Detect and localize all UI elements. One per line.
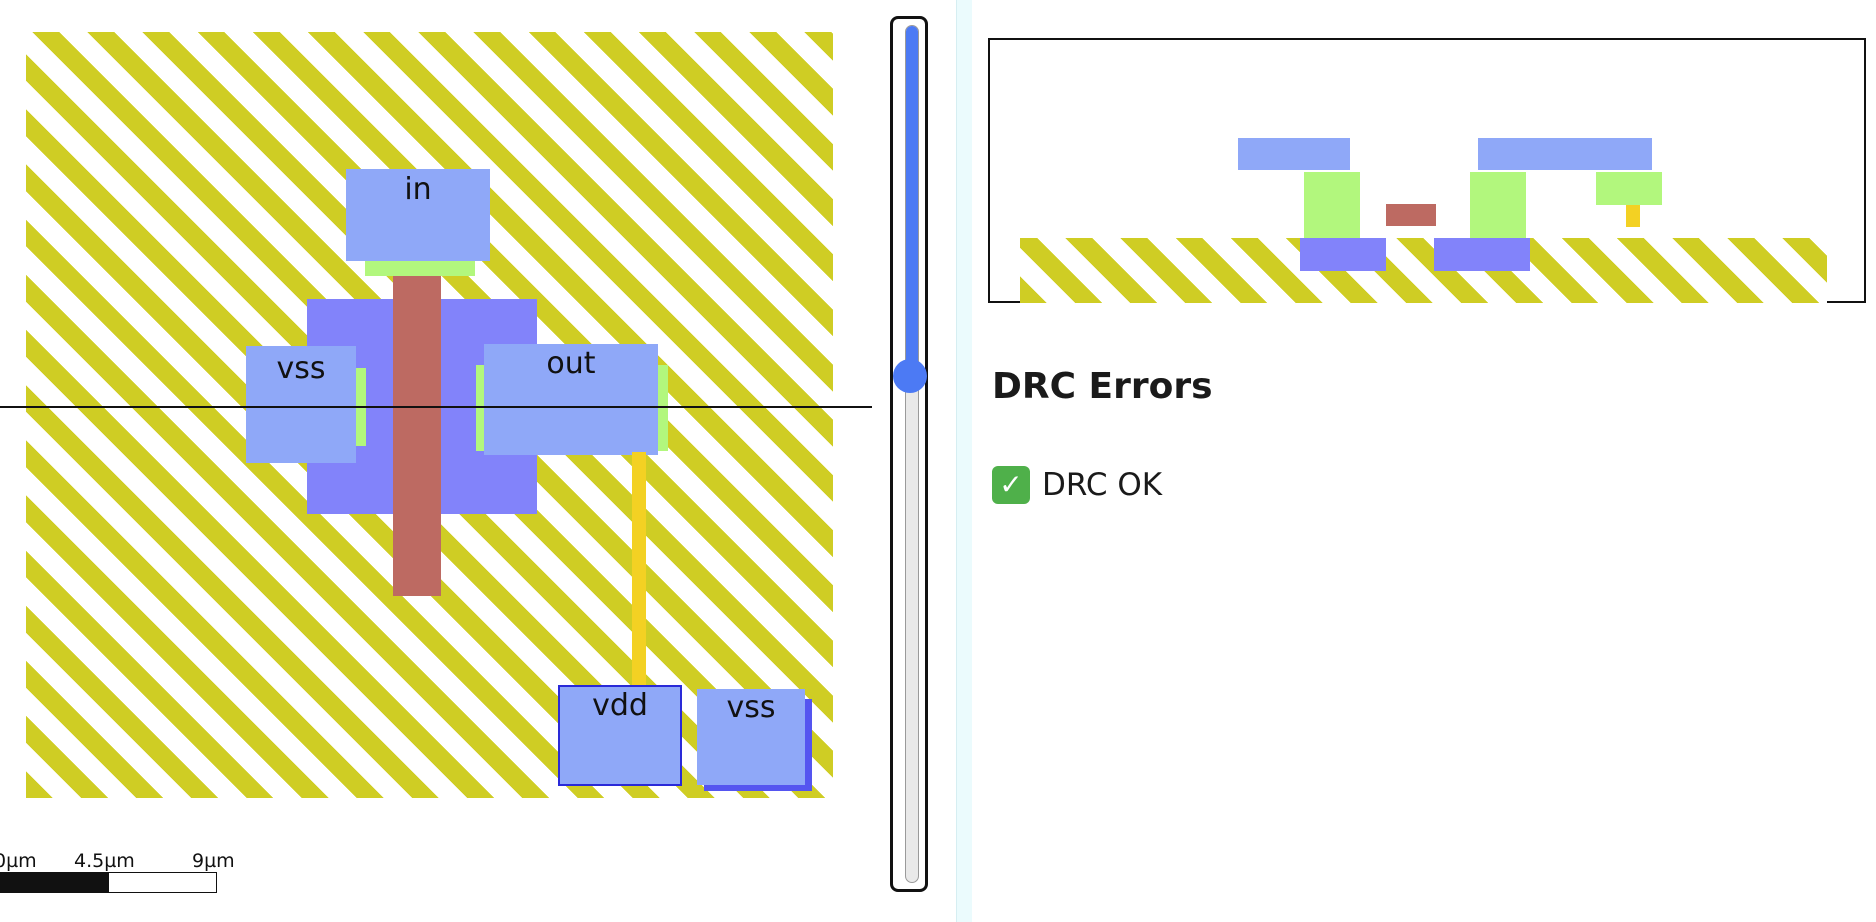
cs-implant-left (1304, 172, 1360, 238)
poly-gate (393, 276, 441, 596)
pin-vss-left-label: vss (276, 351, 326, 386)
cross-section-cut-line[interactable] (0, 406, 872, 408)
scale-label-max: 9µm (192, 850, 235, 872)
pin-in-label: in (404, 172, 432, 207)
pin-in-pad[interactable]: in (346, 169, 490, 261)
cs-metal-left (1238, 138, 1350, 170)
cs-poly (1386, 204, 1436, 226)
via-connector (632, 452, 646, 687)
cs-implant-right (1596, 172, 1662, 205)
slider-fill (906, 26, 918, 377)
pin-out-pad[interactable]: out (484, 344, 658, 455)
cut-position-slider[interactable] (890, 16, 928, 892)
layout-canvas[interactable]: in vss out vdd vss 0µm 4.5µm 9µm (0, 0, 900, 922)
pin-vdd-label: vdd (592, 688, 648, 723)
scale-bar (0, 872, 217, 893)
cs-implant-mid (1470, 172, 1526, 238)
cs-metal-right (1478, 138, 1652, 170)
check-mark-icon: ✓ (992, 466, 1030, 504)
panel-divider[interactable] (956, 0, 972, 922)
scale-bar-filled (1, 873, 109, 892)
scale-label-mid: 4.5µm (74, 850, 135, 872)
cs-diff-left (1300, 238, 1386, 271)
drc-errors-heading: DRC Errors (992, 366, 1213, 407)
pin-vss-bottom-label: vss (726, 690, 776, 725)
scale-label-0: 0µm (0, 850, 37, 872)
pin-vss-bottom-pad[interactable]: vss (697, 689, 805, 785)
pin-vss-left-pad[interactable]: vss (246, 346, 356, 463)
drc-status: ✓ DRC OK (992, 466, 1162, 504)
implant-strip-top (365, 260, 475, 276)
cs-substrate (1020, 238, 1827, 303)
drc-status-text: DRC OK (1042, 467, 1163, 503)
cs-diff-right (1434, 238, 1530, 271)
pin-out-label: out (546, 346, 596, 381)
slider-track[interactable] (905, 25, 919, 883)
slider-thumb[interactable] (893, 359, 927, 393)
cs-via (1626, 205, 1640, 227)
pin-vdd-pad[interactable]: vdd (558, 685, 682, 786)
cross-section-view (988, 38, 1866, 303)
